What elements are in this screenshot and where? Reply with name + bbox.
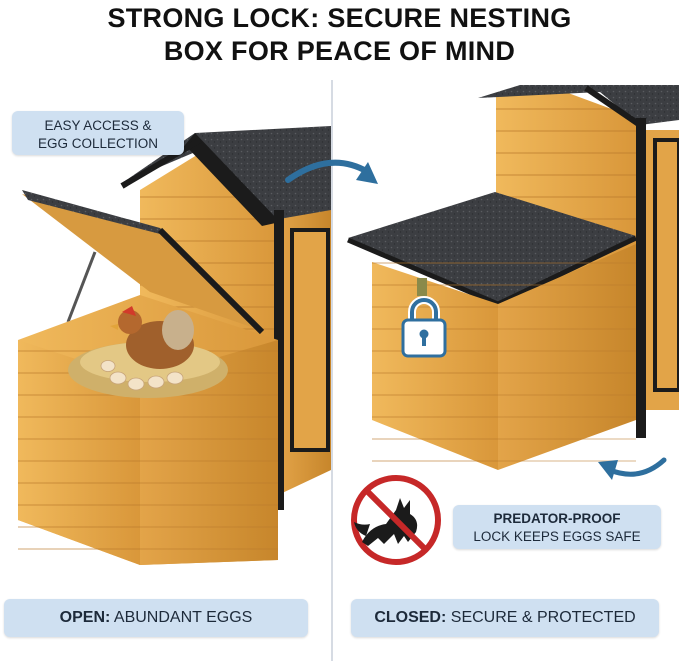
easy-access-line-2: EGG COLLECTION: [37, 136, 159, 151]
predator-proof-callout: PREDATOR-PROOF LOCK KEEPS EGGS SAFE: [453, 505, 661, 549]
predator-line-2: LOCK KEEPS EGGS SAFE: [473, 529, 641, 544]
curved-arrow-icon: [598, 457, 667, 480]
closed-caption-strong: CLOSED:: [374, 609, 447, 626]
closed-coop: [347, 85, 679, 470]
predator-line-1: PREDATOR-PROOF: [493, 511, 621, 526]
open-caption: OPEN: ABUNDANT EGGS: [4, 599, 308, 637]
closed-caption-rest: SECURE & PROTECTED: [450, 609, 636, 626]
open-caption-strong: OPEN:: [59, 609, 111, 626]
title-line-1: STRONG LOCK: SECURE NESTING: [107, 3, 572, 33]
open-caption-rest: ABUNDANT EGGS: [113, 609, 253, 626]
panel-divider: [331, 80, 333, 661]
no-fox-icon: [351, 475, 441, 565]
page-title: STRONG LOCK: SECURE NESTING BOX FOR PEAC…: [0, 2, 679, 68]
closed-caption: CLOSED: SECURE & PROTECTED: [351, 599, 659, 637]
title-line-2: BOX FOR PEACE OF MIND: [163, 36, 516, 66]
lock-icon: [401, 296, 447, 358]
easy-access-line-1: EASY ACCESS &: [44, 118, 152, 133]
curved-arrow-icon: [285, 159, 378, 184]
easy-access-callout: EASY ACCESS & EGG COLLECTION: [12, 111, 184, 155]
open-coop: [18, 126, 331, 565]
